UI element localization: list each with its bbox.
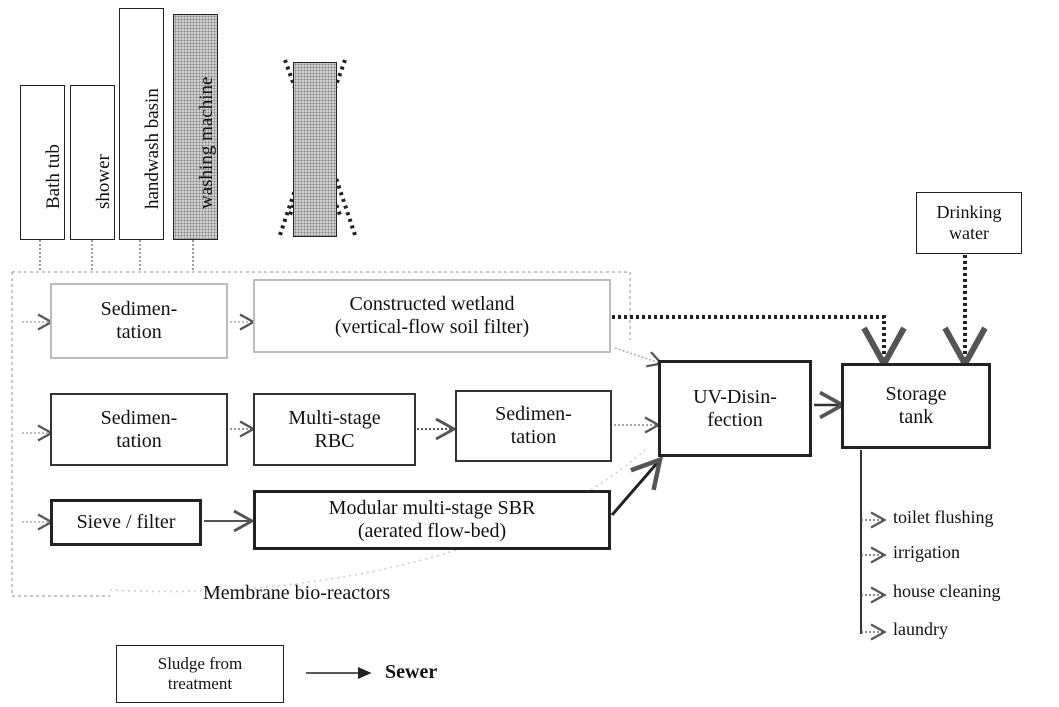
box-line: tation [116, 321, 162, 343]
box-line: tation [116, 429, 162, 452]
box-line: Multi-stage [288, 406, 381, 429]
source-label: handwash basin [141, 88, 163, 209]
membrane-frame [11, 271, 631, 597]
box-line: (vertical-flow soil filter) [334, 316, 530, 338]
source-shower: shower [70, 85, 115, 240]
sludge-box: Sludge from treatment [116, 645, 284, 703]
box-line: Storage [885, 383, 947, 405]
sieve-symbol [293, 62, 337, 237]
box-line: tank [898, 406, 934, 428]
sieve-filter-box: Sieve / filter [50, 499, 202, 546]
use-irrigation: irrigation [893, 542, 960, 562]
membrane-bioreactors-label: Membrane bio-reactors [203, 582, 391, 604]
box-line: Modular multi-stage SBR [328, 497, 536, 519]
source-bath-tub: Bath tub [20, 85, 65, 240]
use-house-cleaning: house cleaning [893, 581, 1001, 601]
uv-disinfection-box: UV-Disin- fection [658, 360, 812, 457]
source-label: Bath tub [42, 144, 64, 209]
box-line: tation [510, 426, 557, 448]
box-line: water [949, 223, 989, 243]
use-laundry: laundry [893, 619, 948, 639]
box-line: Constructed wetland [349, 293, 515, 315]
storage-tank-box: Storage tank [841, 363, 991, 449]
box-line: RBC [314, 429, 355, 452]
sedimentation-top-box: Sedimen- tation [50, 283, 228, 359]
box-line: Drinking [936, 202, 1002, 223]
box-line: Sludge from [157, 654, 243, 674]
box-line: Sedimen- [100, 406, 178, 429]
constructed-wetland-box: Constructed wetland (vertical-flow soil … [253, 279, 611, 353]
box-line: Sieve / filter [76, 511, 176, 533]
sedimentation-mid-box: Sedimen- tation [50, 393, 228, 466]
box-line: fection [707, 408, 763, 431]
box-line: (aerated flow-bed) [357, 520, 507, 542]
source-label: shower [92, 154, 114, 209]
sedimentation-mid2-box: Sedimen- tation [455, 390, 612, 462]
box-line: Sedimen- [100, 298, 178, 320]
box-line: UV-Disin- [693, 385, 777, 408]
drinking-water-box: Drinking water [916, 192, 1022, 254]
modular-sbr-box: Modular multi-stage SBR (aerated flow-be… [253, 490, 611, 550]
source-label: washing machine [195, 76, 217, 209]
box-line: Sedimen- [495, 403, 572, 425]
multistage-rbc-box: Multi-stage RBC [253, 393, 416, 466]
box-line: treatment [167, 674, 233, 693]
source-handwash-basin: handwash basin [119, 8, 164, 240]
sewer-label: Sewer [385, 661, 438, 683]
source-washing-machine: washing machine [173, 14, 218, 240]
use-toilet-flushing: toilet flushing [893, 507, 994, 527]
